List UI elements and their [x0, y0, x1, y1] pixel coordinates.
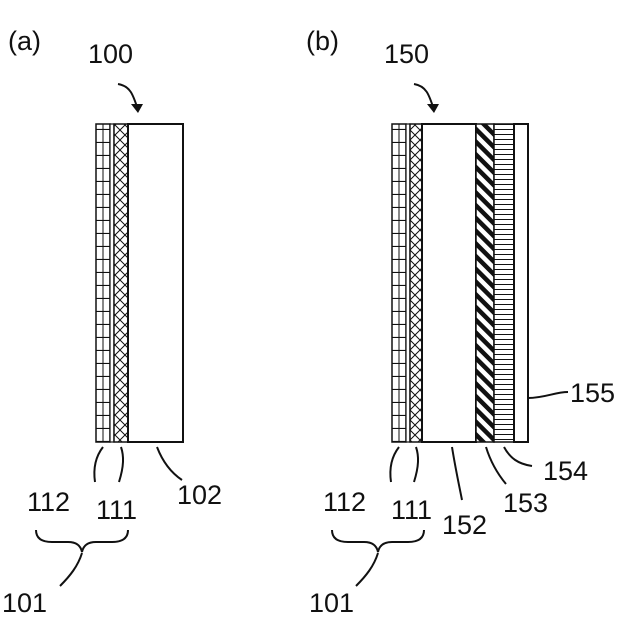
panel-a-leader-102	[157, 447, 182, 480]
panel-a-layer-102	[128, 124, 183, 442]
panel-b-label-153: 153	[503, 488, 548, 518]
panel-b-leader-154	[504, 447, 532, 466]
panel-a-label-101: 101	[2, 588, 47, 618]
panel-b-label: (b)	[306, 26, 339, 56]
panel-b-leader-152	[452, 447, 462, 500]
panel-a-leader-112	[94, 447, 103, 482]
panel-b-leader-155	[528, 392, 568, 398]
panel-b-layer-111	[410, 124, 422, 442]
panel-b-brace	[332, 530, 424, 552]
panel-b-layer-152	[422, 124, 476, 442]
panel-a-ref: 100	[88, 39, 133, 69]
panel-a-brace	[36, 530, 128, 552]
panel-b-label-155: 155	[570, 378, 615, 408]
panel-b-leader-101	[356, 553, 378, 586]
panel-b-layer-155	[514, 124, 528, 442]
panel-a-leader-101	[60, 553, 82, 586]
panel-a-label-112: 112	[27, 487, 70, 517]
panel-a-leader-111	[119, 447, 123, 482]
panel-b-label-111: 111	[391, 495, 432, 525]
panel-a-label-102: 102	[177, 480, 222, 510]
panel-a-arrowhead-icon	[131, 104, 143, 113]
panel-b-layer-153	[476, 124, 494, 442]
panel-b-label-154: 154	[543, 456, 588, 486]
panel-b-label-152: 152	[442, 510, 487, 540]
panel-a-label: (a)	[8, 26, 41, 56]
panel-b-leader-153	[486, 447, 506, 484]
panel-b-arrowhead-icon	[427, 104, 439, 113]
panel-b-ref: 150	[384, 39, 429, 69]
panel-a-layer-111	[114, 124, 128, 442]
panel-b-leader-111	[414, 447, 418, 482]
panel-b-leader-112	[390, 447, 399, 482]
panel-a-label-111: 111	[96, 495, 137, 525]
panel-b-layer-154	[494, 124, 514, 442]
panel-a: (a) 100 112 111 102 101	[2, 26, 222, 618]
panel-b: (b) 150 112 111 152 153 154 155 101	[306, 26, 615, 618]
panel-b-label-101: 101	[309, 588, 354, 618]
panel-b-label-112: 112	[323, 487, 366, 517]
